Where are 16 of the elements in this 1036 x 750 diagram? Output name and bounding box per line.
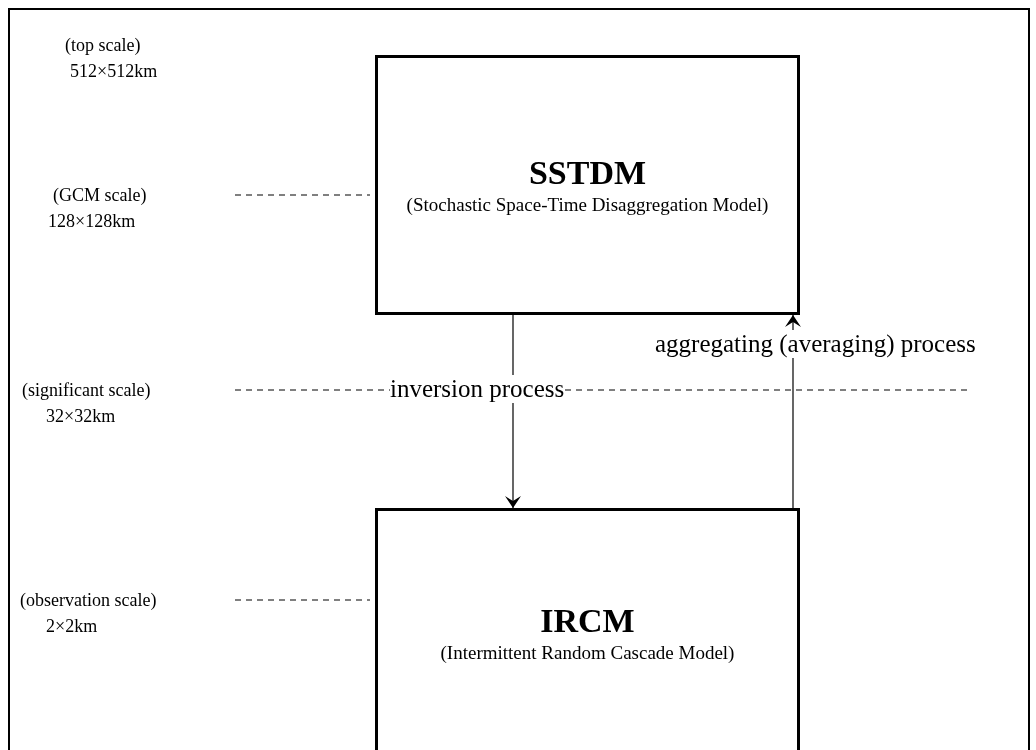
model-name: (Stochastic Space-Time Disaggregation Model) <box>406 193 769 216</box>
scale-size: 2×2km <box>46 617 98 635</box>
scale-name: (significant scale) <box>22 381 151 399</box>
scale-name: (GCM scale) <box>53 186 147 204</box>
scale-size: 32×32km <box>46 407 116 425</box>
model-name: (Intermittent Random Cascade Model) <box>440 641 735 664</box>
model-acronym: SSTDM <box>528 154 647 192</box>
scale-size: 128×128km <box>48 212 136 230</box>
edge-label: aggregating (averaging) process <box>655 330 976 358</box>
scale-name: (top scale) <box>65 36 141 54</box>
scale-name: (observation scale) <box>20 591 157 609</box>
scale-size: 512×512km <box>70 62 158 80</box>
model-box <box>375 508 800 750</box>
model-box <box>375 55 800 315</box>
edge-label: inversion process <box>390 375 565 403</box>
model-acronym: IRCM <box>540 602 635 640</box>
